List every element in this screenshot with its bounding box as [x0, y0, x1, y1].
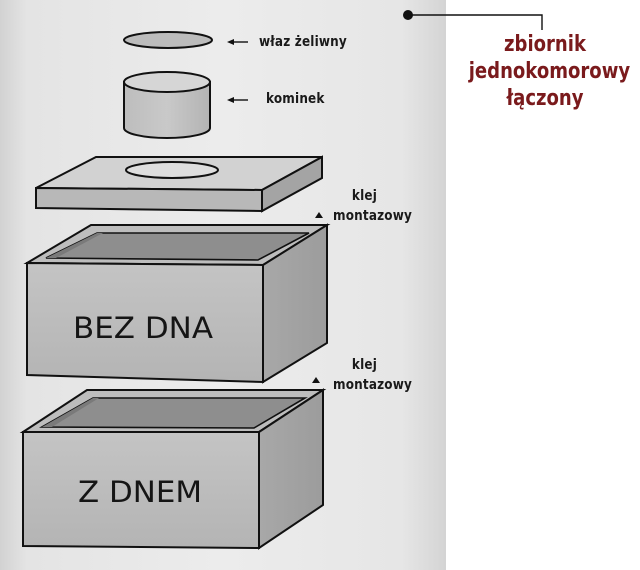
title-line-1: zbiornik: [504, 32, 586, 57]
glue-bottom-label-line1: klej: [351, 357, 378, 373]
cover-slab: [35, 155, 323, 213]
manhole-cover: [123, 31, 213, 49]
diagram-title: zbiornik jednokomorowy łączony: [468, 31, 631, 112]
title-leader-line: [403, 10, 543, 30]
glue-bottom-arrow: [312, 377, 320, 383]
glue-top-label: klej montazowy: [333, 186, 412, 226]
glue-top-label-line1: klej: [351, 188, 378, 204]
hatch-arrow: [227, 39, 248, 45]
module-with-bottom: [19, 388, 327, 550]
module-lower-label: Z DNEM: [78, 475, 202, 509]
hatch-label: właz żeliwny: [259, 34, 347, 50]
glue-top-label-line2: montazowy: [333, 208, 413, 224]
glue-bottom-label-line2: montazowy: [333, 377, 413, 393]
module-without-bottom: [23, 223, 331, 384]
chimney-label: kominek: [266, 91, 325, 107]
module-upper-label: BEZ DNA: [73, 311, 213, 345]
chimney-arrow: [227, 97, 248, 103]
chimney-cylinder: [123, 71, 211, 139]
glue-bottom-label: klej montazowy: [333, 355, 412, 395]
title-line-3: łączony: [506, 86, 584, 111]
title-line-2: jednokomorowy: [468, 59, 631, 84]
glue-top-arrow: [315, 212, 323, 218]
